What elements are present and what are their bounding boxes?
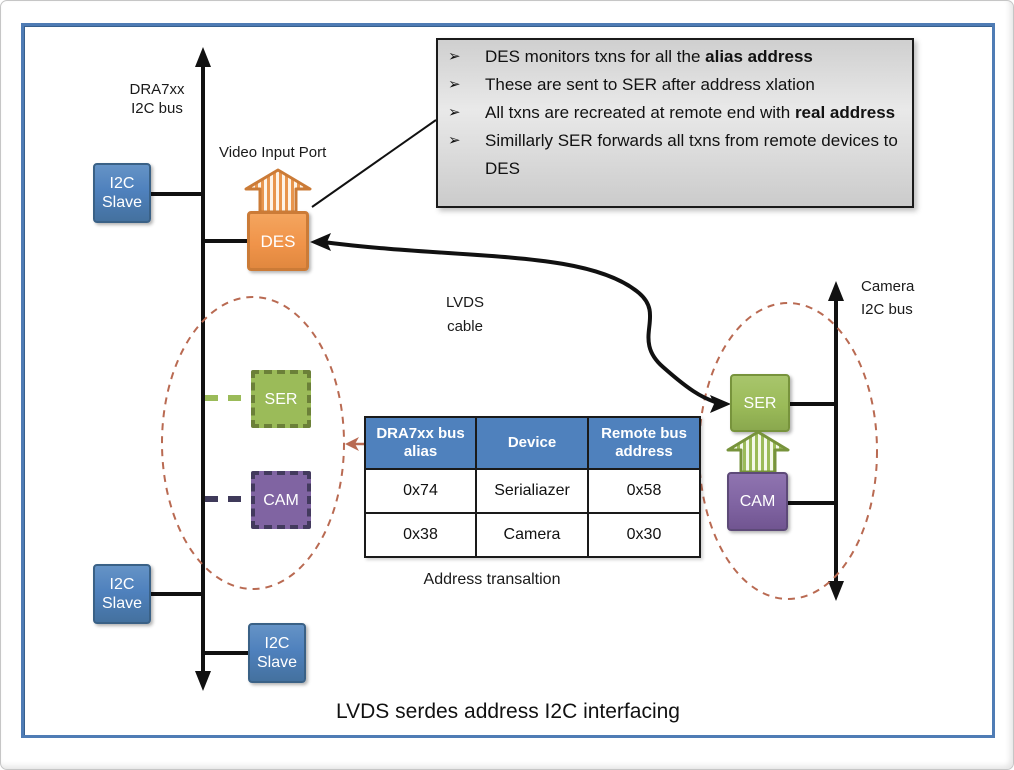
lvds-cable-curve (321, 240, 717, 404)
table-row: 0x38 Camera 0x30 (364, 512, 701, 558)
video-input-port-label: Video Input Port (219, 144, 327, 161)
video-input-arrow-icon (244, 168, 312, 214)
note-bullet-icon: ➢ (448, 104, 461, 121)
table-cell: 0x58 (587, 468, 701, 514)
notes-callout-line (311, 119, 437, 208)
diagram-title: LVDS serdes address I2C interfacing (336, 700, 680, 723)
note-text-bold: alias address (705, 47, 813, 66)
dra7xx-bus-arrow-down-icon (195, 671, 211, 691)
note-bullet-icon: ➢ (448, 132, 461, 149)
lvds-cable-label: LVDS cable (445, 294, 485, 335)
camera-bus-arrow-up-icon (828, 281, 844, 301)
note-item: ➢ All txns are recreated at remote end wi… (438, 99, 906, 127)
note-text: These are sent to SER after address xlat… (485, 75, 815, 94)
i2c-slave-box-3: I2C Slave (248, 623, 306, 683)
note-bullet-icon: ➢ (448, 48, 461, 65)
lvds-arrow-left-icon (310, 233, 331, 251)
dra7xx-bus-arrow-up-icon (195, 47, 211, 67)
table-header-cell: Device (475, 416, 589, 470)
ser-remote-box: SER (730, 374, 790, 432)
cam-alias-box: CAM (251, 471, 311, 529)
note-text-bold: real address (794, 103, 896, 122)
note-bullet-icon: ➢ (448, 76, 461, 93)
dra7xx-bus-label: DRA7xx I2C bus (129, 81, 185, 117)
note-item: ➢ These are sent to SER after address xla… (438, 71, 906, 99)
ser-alias-box: SER (251, 370, 311, 428)
notes-list: ➢ DES monitors txns for all the alias add… (438, 40, 912, 183)
alias-group-ellipse (161, 296, 345, 590)
i2c-slave-box-1: I2C Slave (93, 163, 151, 223)
table-header-row: DRA7xx bus alias Device Remote bus addre… (364, 416, 701, 470)
table-row: 0x74 Serialiazer 0x58 (364, 468, 701, 514)
table-cell: 0x74 (364, 468, 477, 514)
cam-to-ser-arrow-icon (726, 430, 790, 474)
table-header-cell: Remote bus address (587, 416, 701, 470)
cam-remote-box: CAM (727, 472, 788, 531)
translation-table: DRA7xx bus alias Device Remote bus addre… (364, 416, 701, 558)
table-cell: Serialiazer (475, 468, 589, 514)
lvds-arrow-right-icon (710, 395, 731, 413)
table-cell: 0x30 (587, 512, 701, 558)
note-text: All txns are recreated at remote end wit… (485, 103, 795, 122)
table-left-arrow-icon (345, 437, 359, 451)
notes-box: ➢ DES monitors txns for all the alias add… (436, 38, 914, 208)
note-item: ➢ DES monitors txns for all the alias add… (438, 43, 906, 71)
note-text: DES monitors txns for all the (485, 47, 706, 66)
note-text: Simillarly SER forwards all txns from re… (485, 131, 898, 178)
note-item: ➢ Simillarly SER forwards all txns from r… (438, 127, 906, 183)
des-box: DES (247, 211, 309, 271)
camera-bus-label: Camera I2C bus (861, 278, 915, 318)
camera-bus-arrow-down-icon (828, 581, 844, 601)
table-cell: 0x38 (364, 512, 477, 558)
i2c-slave-box-2: I2C Slave (93, 564, 151, 624)
table-cell: Camera (475, 512, 589, 558)
table-header-cell: DRA7xx bus alias (364, 416, 477, 470)
slide-frame (21, 23, 995, 738)
address-translation-label: Address transaltion (423, 571, 561, 588)
